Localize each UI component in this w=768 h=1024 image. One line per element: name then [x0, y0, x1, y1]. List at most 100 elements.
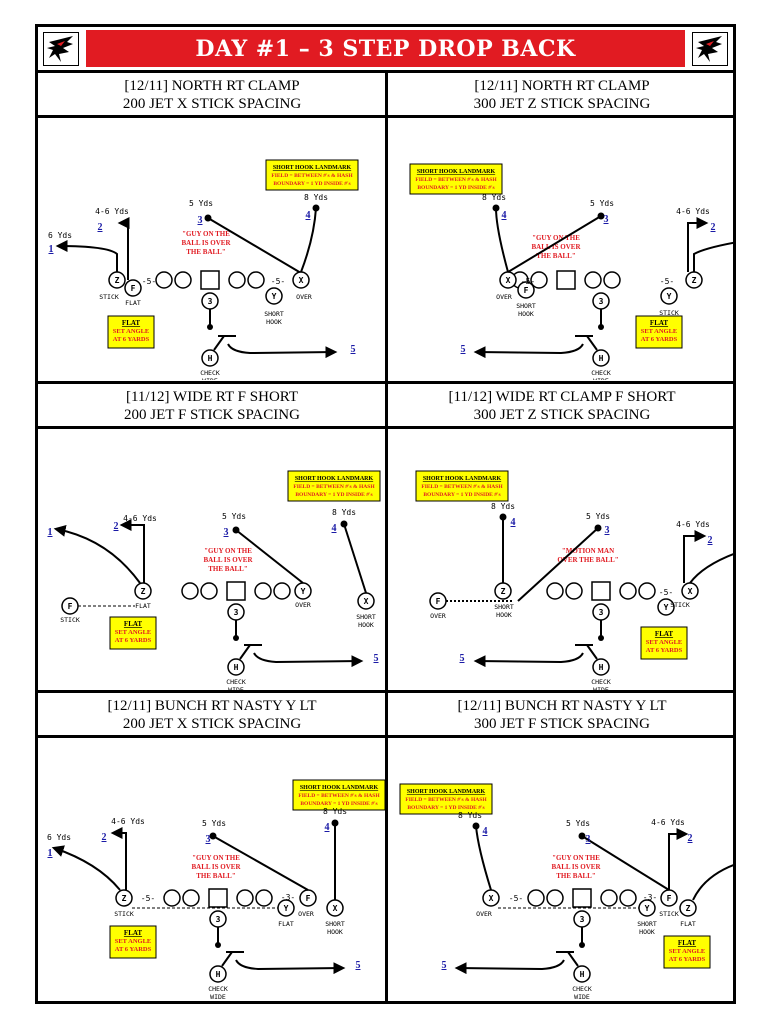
route-f-over: [581, 835, 670, 891]
svg-text:SHORT HOOK LANDMARK: SHORT HOOK LANDMARK: [417, 169, 496, 175]
route-number: 2: [711, 222, 716, 233]
route-x-post: [495, 207, 509, 273]
route-depth-label: 5 Yds: [189, 199, 213, 208]
route-depth-label: 5 Yds: [222, 512, 246, 521]
player-assignment-label: WIDE: [228, 686, 244, 691]
route-depth-label: 6 Yds: [48, 231, 72, 240]
svg-text:X: X: [489, 894, 494, 903]
split-label: -5-: [141, 894, 155, 903]
split-label: -3-: [643, 893, 657, 902]
route-number: 4: [511, 517, 516, 528]
route-h: [239, 644, 361, 662]
sheet-header: DAY #1 – 3 STEP DROP BACK: [38, 27, 733, 73]
route-x-post: [300, 207, 317, 273]
svg-text:Y: Y: [301, 587, 306, 596]
player-assignment-label: HOOK: [327, 928, 343, 936]
player-y: Y: [638, 899, 656, 917]
player-assignment-label: HOOK: [266, 318, 282, 326]
player-assignment-label: CHECK: [208, 985, 228, 993]
svg-text:"GUY ON THE: "GUY ON THE: [532, 234, 580, 242]
svg-text:3: 3: [216, 915, 221, 924]
route-depth-label: 4-6 Yds: [651, 818, 685, 827]
route-depth-label: 4-6 Yds: [95, 207, 129, 216]
svg-text:Z: Z: [692, 276, 697, 285]
svg-text:Z: Z: [122, 894, 127, 903]
falcon-logo-icon: [690, 30, 730, 68]
player-z: Z: [115, 889, 133, 907]
falcon-logo-icon: [41, 30, 81, 68]
player-assignment-label: HOOK: [518, 310, 534, 318]
player-assignment-label: STICK: [99, 293, 119, 301]
route-h: [221, 951, 343, 969]
route-h: [457, 951, 579, 969]
player-assignment-label: CHECK: [572, 985, 592, 993]
svg-text:BALL IS OVER: BALL IS OVER: [191, 863, 241, 871]
route-depth-label: 8 Yds: [332, 508, 356, 517]
route-depth-label: 5 Yds: [566, 819, 590, 828]
svg-text:AT 6 YARDS: AT 6 YARDS: [646, 647, 683, 654]
player-assignment-label: HOOK: [639, 928, 655, 936]
route-number: 3: [586, 834, 591, 845]
svg-text:FLAT: FLAT: [650, 319, 668, 327]
svg-text:Z: Z: [686, 904, 691, 913]
route-h: [476, 335, 598, 353]
play-formation: [12/11] NORTH RT CLAMP: [474, 78, 650, 94]
player-assignment-label: OVER: [296, 293, 312, 301]
svg-text:3: 3: [208, 297, 213, 306]
route-depth-label: 4-6 Yds: [111, 817, 145, 826]
route-f: [120, 223, 128, 280]
svg-text:BOUNDARY = 1 YD INSIDE #'s: BOUNDARY = 1 YD INSIDE #'s: [295, 492, 372, 498]
play-formation: [12/11] BUNCH RT NASTY Y LT: [107, 698, 317, 714]
player-y: Y: [657, 598, 675, 616]
svg-text:F: F: [131, 284, 136, 293]
player-h: H: [592, 349, 610, 367]
play-formation: [11/12] WIDE RT CLAMP F SHORT: [448, 389, 676, 405]
route-depth-label: 8 Yds: [323, 807, 347, 816]
svg-text:BOUNDARY = 1 YD INSIDE #'s: BOUNDARY = 1 YD INSIDE #'s: [417, 185, 494, 191]
split-label: -5-: [521, 277, 535, 286]
svg-text:"GUY ON THE: "GUY ON THE: [204, 547, 252, 555]
svg-text:Y: Y: [272, 292, 277, 301]
svg-text:3: 3: [599, 297, 604, 306]
route-number: 2: [688, 833, 693, 844]
route-depth-label: 8 Yds: [482, 193, 506, 202]
route-number: 2: [708, 535, 713, 546]
svg-text:F: F: [524, 286, 529, 295]
svg-text:BOUNDARY = 1 YD INSIDE #'s: BOUNDARY = 1 YD INSIDE #'s: [300, 801, 377, 807]
svg-text:SET ANGLE: SET ANGLE: [113, 328, 150, 335]
svg-text:FLAT: FLAT: [124, 929, 142, 937]
svg-text:X: X: [299, 276, 304, 285]
split-label: -3-: [281, 893, 295, 902]
route-depth-label: 6 Yds: [47, 833, 71, 842]
svg-text:FLAT: FLAT: [122, 319, 140, 327]
route-depth-label: 4-6 Yds: [123, 514, 157, 523]
player-h: H: [592, 658, 610, 676]
player-3: 3: [573, 910, 591, 928]
svg-text:FIELD = BETWEEN #'s & HASH: FIELD = BETWEEN #'s & HASH: [415, 177, 497, 183]
svg-text:AT 6 YARDS: AT 6 YARDS: [115, 637, 152, 644]
player-assignment-label: WIDE: [210, 993, 226, 1000]
player-assignment-label: STICK: [670, 601, 690, 609]
svg-text:X: X: [688, 587, 693, 596]
player-assignment-label: FLAT: [680, 920, 696, 928]
player-assignment-label: SHORT: [516, 302, 536, 310]
player-assignment-label: HOOK: [496, 611, 512, 619]
play-concept: 200 JET F STICK SPACING: [124, 407, 300, 423]
svg-text:SET ANGLE: SET ANGLE: [115, 938, 152, 945]
player-x: X: [482, 889, 500, 907]
route-depth-label: 5 Yds: [590, 199, 614, 208]
svg-text:Y: Y: [284, 904, 289, 913]
route-number: 5: [356, 960, 361, 971]
player-assignment-label: CHECK: [591, 678, 611, 686]
